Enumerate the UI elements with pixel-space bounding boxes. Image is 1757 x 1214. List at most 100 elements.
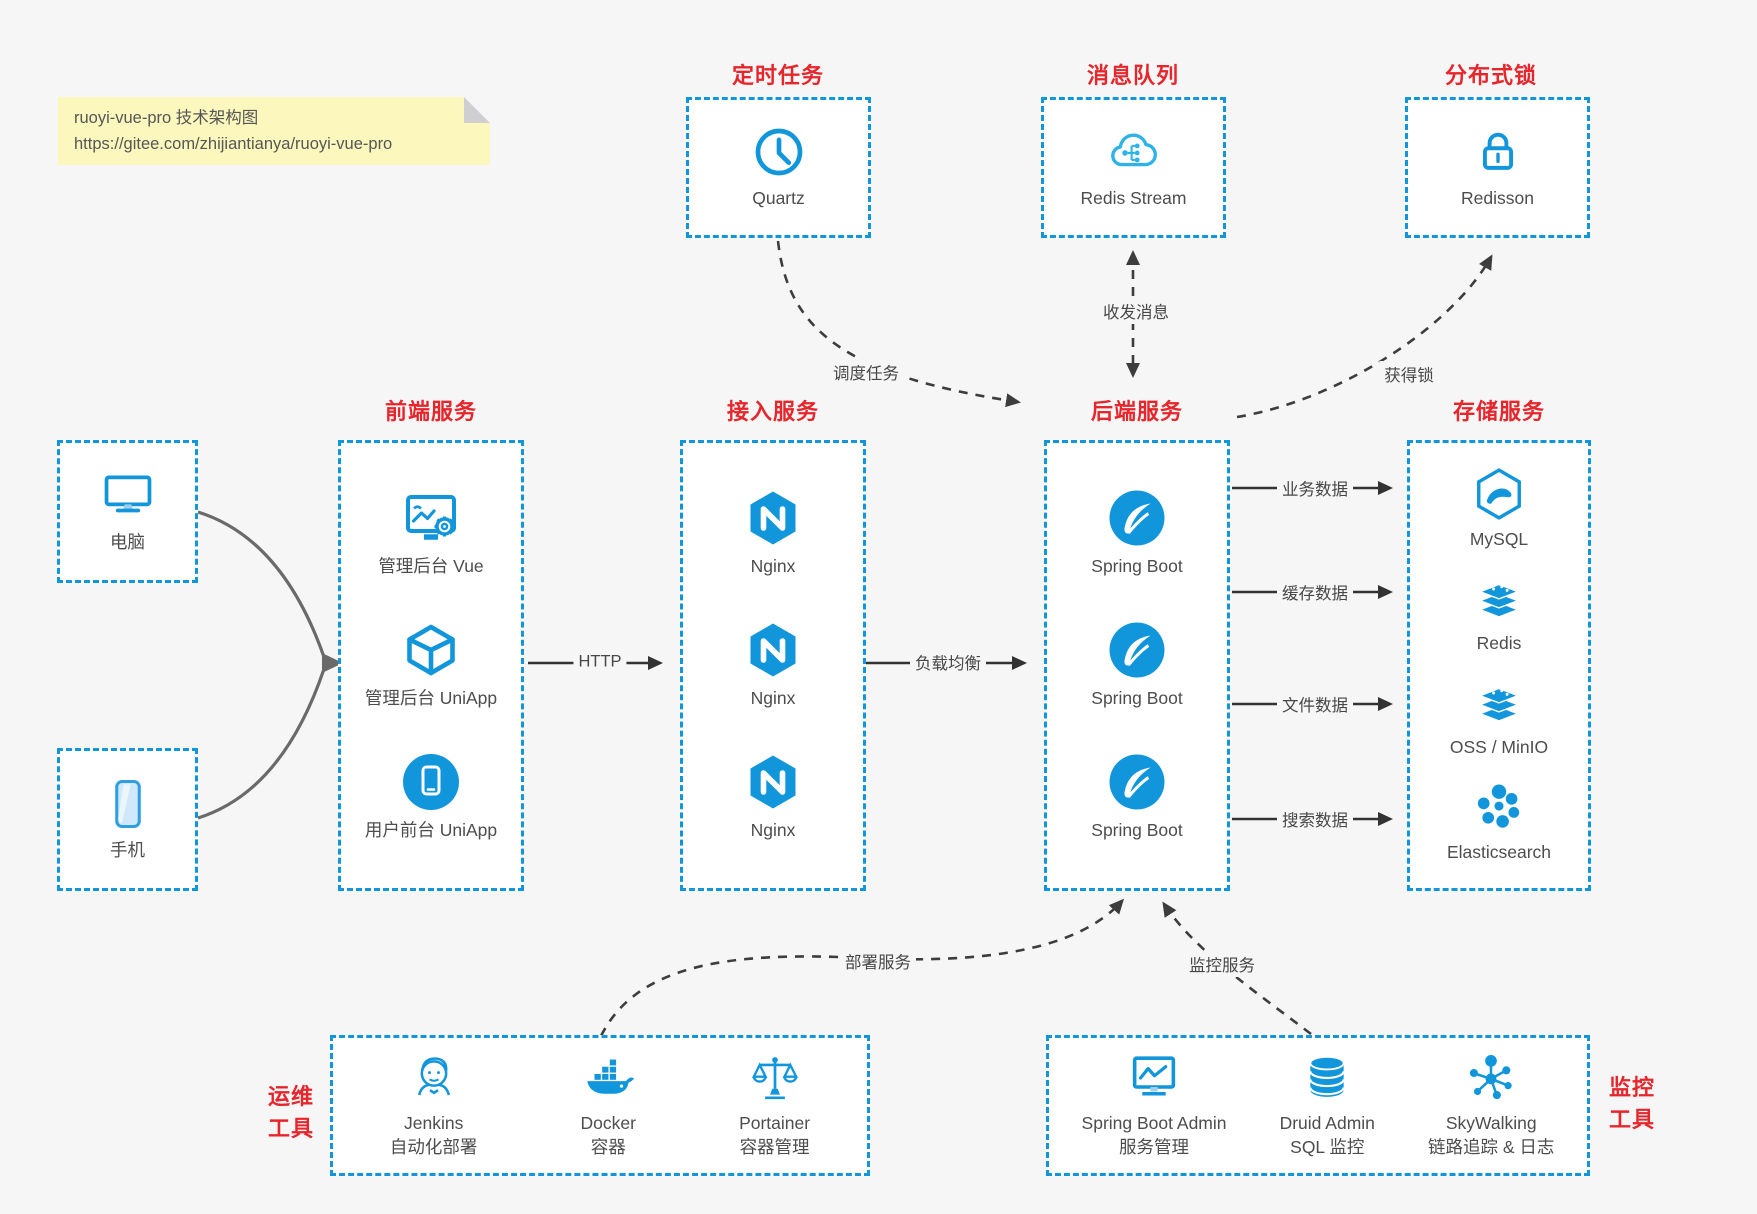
jenkins-butler-icon [407, 1051, 461, 1105]
note-fold-corner [464, 97, 490, 123]
edge-label-schedule: 调度任务 [828, 359, 904, 385]
item-elasticsearch: Elasticsearch [1447, 780, 1551, 865]
item-label: Redis [1476, 633, 1522, 653]
cloud-stream-icon [1104, 124, 1162, 180]
spring-leaf-icon [1106, 620, 1168, 680]
item-desc: 自动化部署 [389, 1137, 478, 1157]
item-redisson: Redisson [1461, 124, 1534, 211]
item-springboot-2: Spring Boot [1091, 620, 1183, 711]
item-name: Docker [580, 1113, 636, 1134]
item-label: 管理后台 Vue [378, 556, 484, 577]
item-quartz: Quartz [751, 124, 807, 211]
group-title-mq: 消息队列 [1086, 63, 1180, 88]
nginx-icon [742, 752, 804, 812]
clock-icon [751, 124, 807, 180]
item-label: Redisson [1461, 188, 1534, 209]
item-label: 管理后台 UniApp [364, 688, 498, 709]
client-arrowhead [322, 653, 343, 673]
item-nginx-1: Nginx [742, 488, 804, 579]
object-storage-stack-icon [1471, 675, 1527, 729]
desktop-icon [99, 468, 157, 524]
padlock-icon [1470, 124, 1526, 180]
edge-label-cache-data: 缓存数据 [1277, 579, 1353, 605]
item-label: Spring Boot [1091, 820, 1183, 841]
database-cylinder-icon [1300, 1051, 1354, 1105]
item-label: 手机 [110, 840, 145, 861]
group-lock-box: Redisson [1405, 97, 1590, 238]
item-label: Spring Boot [1091, 688, 1183, 709]
edge-acquire-lock-line [1236, 254, 1493, 419]
item-desc: 服务管理 [1119, 1137, 1190, 1157]
item-mysql: MySQL [1470, 467, 1528, 552]
item-name: Jenkins [403, 1113, 464, 1134]
edge-label-search-data: 搜索数据 [1277, 806, 1353, 832]
item-redis: Redis [1471, 571, 1527, 656]
redis-stack-icon [1471, 571, 1527, 625]
item-nginx-2: Nginx [742, 620, 804, 711]
item-label: 电脑 [110, 532, 145, 553]
item-label: Quartz [752, 188, 805, 209]
group-title-frontend: 前端服务 [384, 399, 478, 424]
group-title-gateway: 接入服务 [726, 399, 820, 424]
item-label: Nginx [750, 688, 796, 709]
item-springboot-1: Spring Boot [1091, 488, 1183, 579]
item-label: Portainer 容器管理 [739, 1112, 810, 1159]
item-label: OSS / MinIO [1449, 737, 1549, 758]
smartphone-icon [101, 776, 155, 832]
monitor-label-line2: 工具 [1608, 1107, 1656, 1132]
group-scheduler-box: Quartz [686, 97, 871, 238]
ops-label-line1: 运维 [267, 1084, 315, 1110]
item-portainer: Portainer 容器管理 [739, 1051, 810, 1159]
item-oss-minio: OSS / MinIO [1450, 675, 1548, 760]
item-user-uniapp: 用户前台 UniApp [365, 752, 497, 843]
group-title-lock: 分布式锁 [1444, 63, 1538, 88]
item-label: Elasticsearch [1446, 841, 1552, 862]
edge-label-acquire-lock: 获得锁 [1379, 361, 1439, 387]
edge-label-biz-data: 业务数据 [1277, 475, 1353, 501]
item-name: SkyWalking [1445, 1113, 1537, 1134]
item-desc: 容器管理 [739, 1137, 810, 1157]
nginx-icon [742, 488, 804, 548]
monitor-gear-icon [400, 488, 462, 548]
item-label: Nginx [750, 556, 796, 577]
nginx-icon [742, 620, 804, 680]
item-label: 用户前台 UniApp [364, 820, 498, 841]
item-redis-stream: Redis Stream [1080, 124, 1187, 211]
group-title-storage: 存储服务 [1452, 399, 1546, 424]
item-desc: SQL 监控 [1290, 1137, 1365, 1157]
client-pc-box: 电脑 [57, 440, 198, 583]
monitor-chart-icon [1127, 1051, 1181, 1105]
monitor-label-line1: 监控 [1608, 1075, 1656, 1101]
client-mobile-box: 手机 [57, 748, 198, 891]
edge-label-deploy: 部署服务 [840, 948, 916, 974]
ops-tools-side-label: 运维 工具 [268, 1081, 314, 1145]
group-frontend-box: 管理后台 Vue 管理后台 UniApp 用户前台 UniApp [338, 440, 524, 891]
item-label: MySQL [1469, 528, 1529, 549]
item-label: Redis Stream [1080, 188, 1187, 209]
group-gateway-box: Nginx Nginx Nginx [680, 440, 866, 891]
edge-label-message: 收发消息 [1098, 298, 1174, 324]
phone-circle-icon [400, 752, 462, 812]
edge-deploy-line [599, 898, 1125, 1037]
group-backend-box: Spring Boot Spring Boot Spring Boot [1044, 440, 1230, 891]
item-name: Portainer [739, 1113, 811, 1134]
item-nginx-3: Nginx [742, 752, 804, 843]
item-label: Jenkins 自动化部署 [390, 1112, 478, 1159]
cube-icon [400, 620, 462, 680]
ops-label-line2: 工具 [267, 1116, 315, 1141]
sticky-note: ruoyi-vue-pro 技术架构图 https://gitee.com/zh… [58, 97, 490, 165]
item-springboot-3: Spring Boot [1091, 752, 1183, 843]
group-title-scheduler: 定时任务 [731, 63, 825, 88]
monitor-tools-side-label: 监控 工具 [1609, 1072, 1655, 1136]
item-mobile: 手机 [101, 776, 155, 863]
